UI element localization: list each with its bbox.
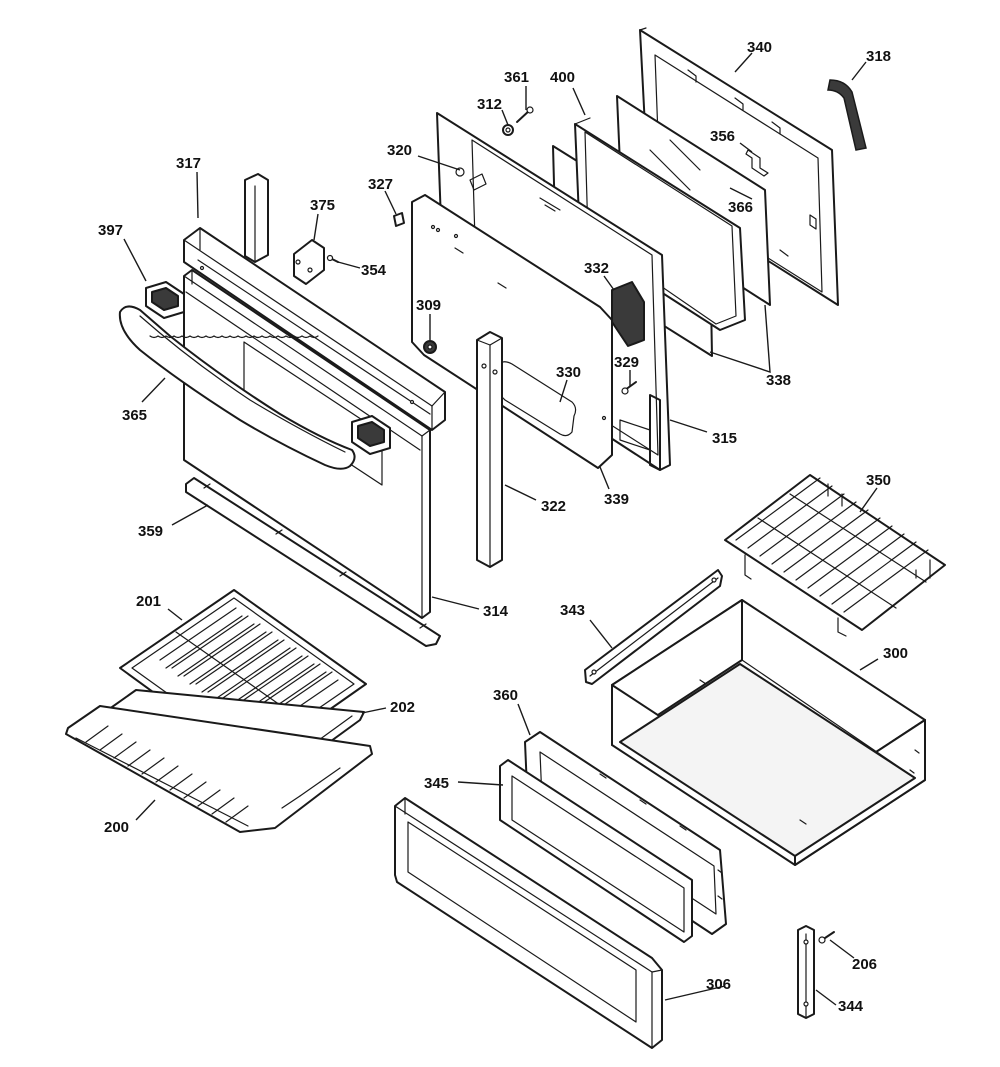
- part-309-bumper: [423, 340, 437, 354]
- label-201: 201: [136, 593, 161, 610]
- label-338: 338: [766, 372, 791, 389]
- part-206-screw: [818, 931, 835, 944]
- part-317-top-trim: [183, 227, 446, 431]
- label-318: 318: [866, 48, 891, 65]
- label-306: 306: [706, 976, 731, 993]
- label-360: 360: [493, 687, 518, 704]
- part-345-drawer-panel-frame: [499, 759, 693, 943]
- label-330: 330: [556, 364, 581, 381]
- label-315: 315: [712, 430, 737, 447]
- label-397: 397: [98, 222, 123, 239]
- label-343: 343: [560, 602, 585, 619]
- label-375: 375: [310, 197, 335, 214]
- label-350: 350: [866, 472, 891, 489]
- part-339-door-liner: [411, 194, 613, 469]
- label-314: 314: [483, 603, 509, 620]
- label-327: 327: [368, 176, 393, 193]
- label-366: 366: [728, 199, 753, 216]
- part-344-bracket: [797, 925, 815, 1019]
- part-359-bottom-trim: [185, 477, 441, 647]
- label-300: 300: [883, 645, 908, 662]
- door-strap: [244, 173, 269, 263]
- part-343-drawer-slide: [584, 569, 723, 685]
- label-354: 354: [361, 262, 387, 279]
- label-344: 344: [838, 998, 864, 1015]
- part-200-lower-rack: [65, 705, 373, 833]
- part-306-drawer-front: [394, 797, 663, 1049]
- label-200: 200: [104, 819, 129, 836]
- part-397-handle-mount: [145, 281, 185, 319]
- part-375-bracket: [293, 239, 325, 285]
- label-345: 345: [424, 775, 449, 792]
- part-300-drawer-box: [611, 599, 926, 866]
- part-356-clip: [745, 149, 769, 177]
- part-labels: 340 318 361 400 312 356 320 317 327 375 …: [98, 39, 908, 1015]
- label-206: 206: [852, 956, 877, 973]
- part-365-handle: [118, 305, 356, 470]
- part-354-screw: [326, 254, 339, 263]
- label-332: 332: [584, 260, 609, 277]
- part-397-handle-mount-right: [351, 415, 391, 455]
- label-317: 317: [176, 155, 201, 172]
- label-309: 309: [416, 297, 441, 314]
- label-340: 340: [747, 39, 772, 56]
- label-320: 320: [387, 142, 412, 159]
- label-400: 400: [550, 69, 575, 86]
- label-312: 312: [477, 96, 502, 113]
- label-329: 329: [614, 354, 639, 371]
- label-359: 359: [138, 523, 163, 540]
- label-356: 356: [710, 128, 735, 145]
- part-312-nut: [502, 124, 514, 136]
- part-361-screw: [516, 106, 534, 123]
- label-361: 361: [504, 69, 529, 86]
- label-202: 202: [390, 699, 415, 716]
- part-322-side-channel: [476, 331, 503, 568]
- leader-lines: [123, 52, 879, 1006]
- part-350-oven-rack: [724, 474, 946, 637]
- part-318-gasket: [827, 79, 867, 151]
- label-365: 365: [122, 407, 147, 424]
- part-327-clip: [393, 212, 405, 227]
- label-339: 339: [604, 491, 629, 508]
- label-322: 322: [541, 498, 566, 515]
